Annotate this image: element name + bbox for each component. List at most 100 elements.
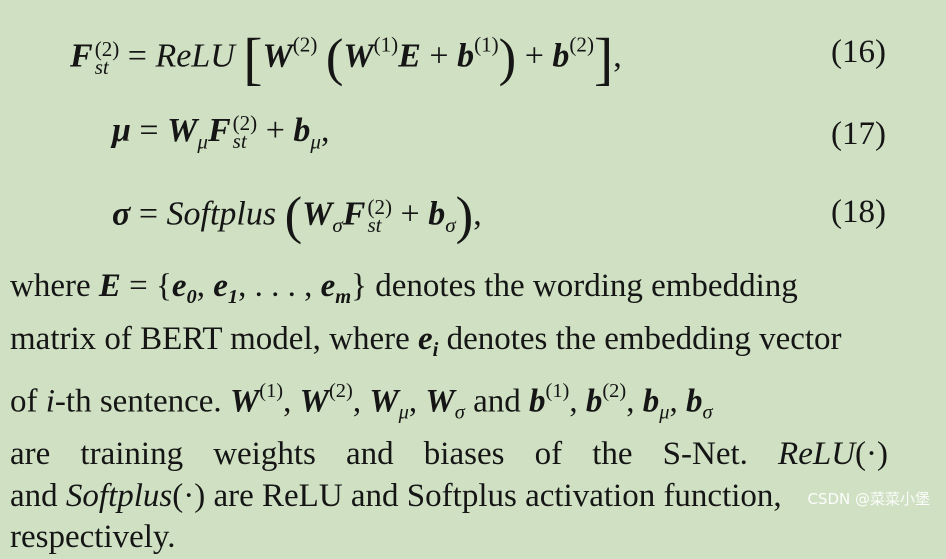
math-E: E xyxy=(98,268,121,304)
equation-18-number: (18) xyxy=(831,194,886,230)
eq17-f-sub: st xyxy=(232,129,247,154)
math-bsigma: b xyxy=(685,383,703,420)
eq16-b1-sup: (1) xyxy=(474,32,499,57)
eq16-b2-sup: (2) xyxy=(569,32,594,57)
line5-text-a: and xyxy=(10,477,58,514)
equation-17: μ = WμF(2)st + bμ, xyxy=(112,111,330,154)
line2-text-a: matrix of BERT model, where xyxy=(10,320,410,357)
eq18-f: F xyxy=(342,195,366,233)
math-e0-sub: 0 xyxy=(186,286,197,309)
eq18-b-sub: σ xyxy=(445,212,456,237)
line3-text-b: -th sentence. xyxy=(54,383,222,420)
eq18-b: b xyxy=(428,195,446,233)
math-softplus-func: Softplus xyxy=(65,477,173,514)
eq16-plus-1: + xyxy=(429,37,458,75)
math-e1: e xyxy=(213,268,228,304)
eq18-f-sub: st xyxy=(367,212,382,237)
eq18-left-paren: ( xyxy=(284,187,303,245)
eq16-lhs-sup: (2) xyxy=(94,36,120,61)
eq16-w1: W xyxy=(343,37,374,75)
explanation-paragraph: where E = {e0, e1, . . . , em} denotes t… xyxy=(10,266,888,559)
eq18-comma: , xyxy=(473,195,482,233)
math-W2-sup: (2) xyxy=(328,380,353,403)
eq16-b2: b xyxy=(552,37,570,75)
eq18-right-paren: ) xyxy=(455,187,474,245)
equation-16: F(2)st = ReLU [W(2) (W(1)E + b(1)) + b(2… xyxy=(70,30,622,88)
math-W2: W xyxy=(299,383,329,420)
math-bmu: b xyxy=(642,383,660,420)
eq18-w: W xyxy=(302,195,333,233)
math-b1: b xyxy=(529,383,546,420)
eq16-left-paren: ( xyxy=(325,28,344,87)
eq17-w-sub: μ xyxy=(197,129,208,154)
math-W1-sup: (1) xyxy=(259,380,284,403)
math-ei: e xyxy=(418,320,433,357)
line3-and: and xyxy=(473,383,521,420)
paragraph-line-2: matrix of BERT model, where ei denotes t… xyxy=(10,319,888,372)
math-b2-sup: (2) xyxy=(602,380,627,403)
eq16-left-bracket: [ xyxy=(243,26,263,91)
line2-text-b: denotes the embedding vector xyxy=(446,320,842,357)
equation-16-number: (16) xyxy=(831,34,886,70)
watermark: CSDN @菜菜小堡 xyxy=(807,490,930,508)
math-em: e xyxy=(320,268,336,304)
line1-text-b: denotes the wording embedding xyxy=(375,268,798,304)
eq18-softplus: Softplus xyxy=(166,195,277,233)
math-i: i xyxy=(45,383,55,420)
eq18-w-sub: σ xyxy=(332,212,343,237)
line4-text: are training weights and biases of the S… xyxy=(10,436,748,473)
math-em-sub: m xyxy=(335,286,352,309)
eq17-b-sub: μ xyxy=(310,129,321,154)
eq17-b: b xyxy=(293,112,311,149)
eq17-plus: + xyxy=(265,112,294,149)
math-relu-func: ReLU xyxy=(778,436,856,473)
eq17-comma: , xyxy=(320,112,330,149)
eq16-e: E xyxy=(398,37,421,75)
math-bmu-sub: μ xyxy=(659,401,670,424)
eq16-lhs-supsub: (2)st xyxy=(94,36,120,79)
paragraph-line-6: respectively. xyxy=(10,517,888,559)
equation-18: σ = Softplus (WσF(2)st + bσ), xyxy=(112,190,482,243)
eq17-f-sup: (2) xyxy=(232,111,258,136)
line1-text-a: where xyxy=(10,268,91,304)
paragraph-line-5: and Softplus(·) are ReLU and Softplus ac… xyxy=(10,477,782,514)
paragraph-line-3: of i-th sentence. W(1), W(2), Wμ, Wσ and… xyxy=(10,380,713,424)
math-Wsigma: W xyxy=(425,383,455,420)
eq16-right-bracket: ] xyxy=(593,26,614,91)
eq16-right-paren: ) xyxy=(498,28,517,87)
eq17-f-supsub: (2)st xyxy=(232,111,258,154)
math-e0: e xyxy=(171,268,187,304)
line5-text-b: are ReLU and Softplus activation functio… xyxy=(213,477,782,514)
eq18-f-sup: (2) xyxy=(367,195,393,220)
math-ei-sub: i xyxy=(432,338,439,361)
eq16-lhs-symbol: F xyxy=(70,37,93,75)
eq16-equals: = xyxy=(127,37,156,75)
math-W1: W xyxy=(229,383,260,420)
eq17-w: W xyxy=(167,112,198,149)
eq16-plus-2: + xyxy=(524,37,553,75)
eq16-relu: ReLU xyxy=(155,37,235,75)
equation-17-number: (17) xyxy=(831,116,886,152)
eq17-f: F xyxy=(207,112,231,149)
math-b1-sup: (1) xyxy=(545,380,570,403)
eq16-b1: b xyxy=(457,37,475,75)
eq17-equals: = xyxy=(139,112,168,149)
eq16-w2-sup: (2) xyxy=(292,32,318,57)
math-e1-sub: 1 xyxy=(227,286,239,309)
paragraph-line-1: where E = {e0, e1, . . . , em} denotes t… xyxy=(10,268,798,309)
eq17-lhs-symbol: μ xyxy=(112,112,131,149)
math-Wmu: W xyxy=(369,383,399,420)
eq18-f-supsub: (2)st xyxy=(367,195,393,237)
eq16-lhs-sub: st xyxy=(94,54,109,79)
eq18-plus: + xyxy=(400,195,429,233)
math-bsigma-sub: σ xyxy=(702,401,713,424)
line3-text-a: of xyxy=(10,383,38,420)
paragraph-line-4: are training weights and biases of the S… xyxy=(10,436,889,473)
line6-text: respectively. xyxy=(10,519,176,556)
eq18-lhs-symbol: σ xyxy=(112,195,131,233)
eq16-comma: , xyxy=(613,37,622,75)
math-Wmu-sub: μ xyxy=(398,401,409,424)
math-Wsigma-sub: σ xyxy=(454,401,465,424)
eq16-w1-sup: (1) xyxy=(373,32,399,57)
eq16-w2: W xyxy=(262,37,293,75)
